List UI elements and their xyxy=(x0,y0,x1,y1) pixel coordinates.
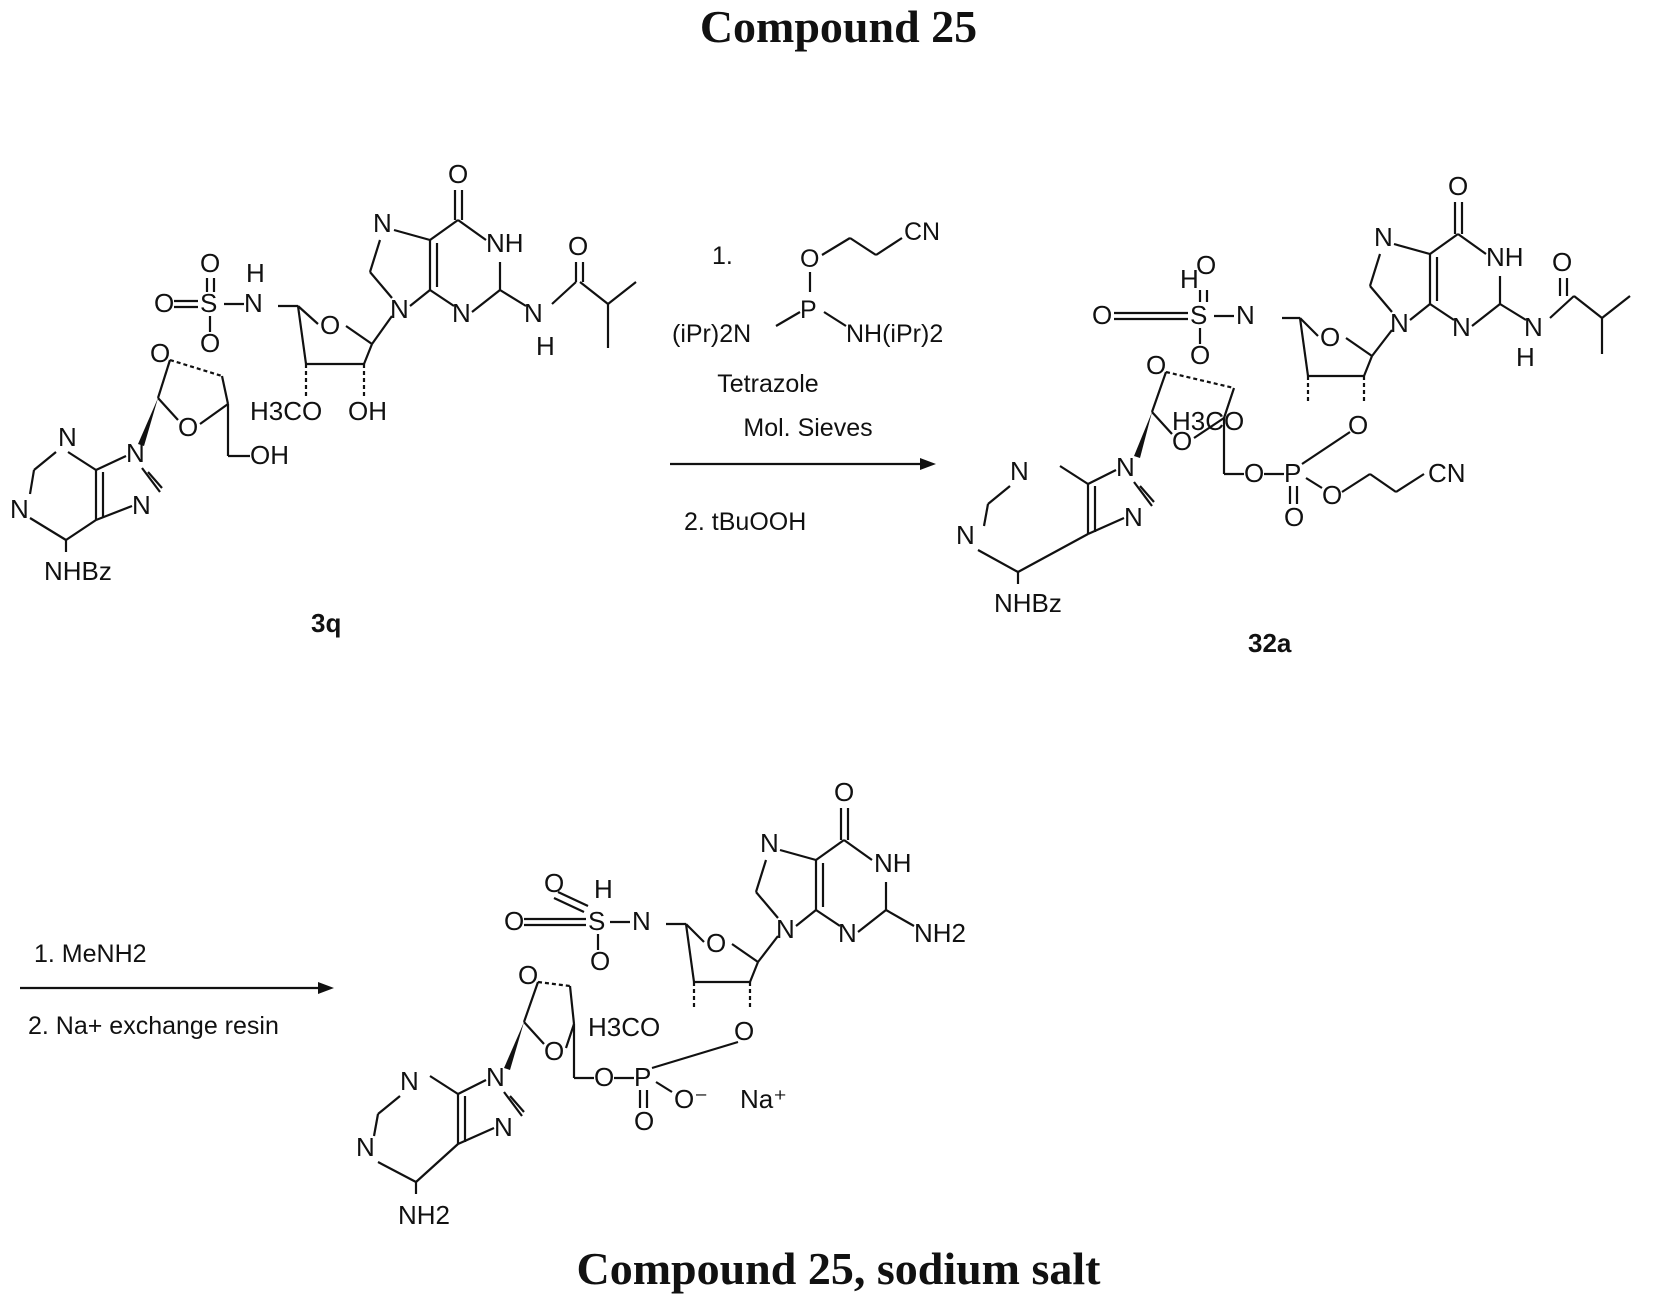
atom-H: H xyxy=(594,874,613,904)
atom-N: N xyxy=(632,906,651,936)
atom-O: O xyxy=(590,946,610,976)
atom-S: S xyxy=(200,288,217,318)
product-title: Compound 25, sodium salt xyxy=(0,1242,1677,1295)
atom-O: O xyxy=(634,1106,654,1136)
atom-NHBz: NHBz xyxy=(44,556,112,586)
atom-O: O xyxy=(518,960,538,990)
atom-NHBz: NHBz xyxy=(994,588,1062,618)
atom-N: N xyxy=(132,490,151,520)
atom-O: O xyxy=(1190,340,1210,370)
atom-N: N xyxy=(452,298,471,328)
atom-OH: OH xyxy=(348,396,387,426)
atom-N: N xyxy=(956,520,975,550)
atom-N: N xyxy=(486,1062,505,1092)
atom-N: N xyxy=(760,828,779,858)
atom-O: O xyxy=(200,248,220,278)
atom-O: O xyxy=(1320,322,1340,352)
atom-N: N xyxy=(1374,222,1393,252)
atom-O: O xyxy=(1448,171,1468,201)
atom-O: O xyxy=(568,231,588,261)
atom-O: O xyxy=(706,928,726,958)
atom-O: O xyxy=(200,328,220,358)
atom-S: S xyxy=(588,906,605,936)
atom-O: O xyxy=(1552,247,1572,277)
atom-N: N xyxy=(1124,502,1143,532)
atom-OH: OH xyxy=(250,440,289,470)
reagent-P: P xyxy=(800,296,817,324)
step-number: 1. xyxy=(712,242,733,270)
atom-O: O xyxy=(1322,480,1342,510)
reagent-right-group: NH(iPr)2 xyxy=(846,320,943,348)
atom-O: O xyxy=(150,338,170,368)
structure-3q: O NH N N H O N N O xyxy=(10,159,636,586)
atom-P: P xyxy=(634,1062,651,1092)
atom-O: O xyxy=(1146,350,1166,380)
atom-NH: NH xyxy=(1486,242,1524,272)
atom-H: H xyxy=(246,258,265,288)
atom-NH: NH xyxy=(486,228,524,258)
structure-compound-25-sodium: O NH N NH2 N N O H3CO O N H S O xyxy=(356,777,966,1230)
atom-S: S xyxy=(1190,300,1207,330)
reaction-2-conditions: 1. MeNH2 2. Na+ exchange resin xyxy=(20,940,334,1040)
atom-CN: CN xyxy=(1428,458,1466,488)
structure-32a: O NH N N H O N N O H3CO xyxy=(956,171,1630,618)
atom-N: N xyxy=(126,438,145,468)
atom-NH2: NH2 xyxy=(914,918,966,948)
atom-O: O xyxy=(1172,426,1192,456)
atom-N: N xyxy=(390,294,409,324)
atom-H: H xyxy=(1516,342,1535,372)
atom-O: O xyxy=(320,310,340,340)
atom-N: N xyxy=(838,918,857,948)
atom-O: O xyxy=(834,777,854,807)
atom-H3CO: H3CO xyxy=(588,1012,660,1042)
atom-O: O xyxy=(1284,502,1304,532)
atom-O-minus: O⁻ xyxy=(674,1084,708,1114)
atom-N: N xyxy=(494,1112,513,1142)
atom-H: H xyxy=(536,331,555,361)
atom-O: O xyxy=(1196,250,1216,280)
step1-reagent: 1. MeNH2 xyxy=(34,940,147,968)
step2-reagent: 2. Na+ exchange resin xyxy=(28,1012,279,1040)
atom-N: N xyxy=(400,1066,419,1096)
atom-N: N xyxy=(1452,312,1471,342)
atom-O: O xyxy=(594,1062,614,1092)
atom-N: N xyxy=(1390,308,1409,338)
atom-O: O xyxy=(1244,458,1264,488)
compound-label-3q: 3q xyxy=(311,608,341,638)
atom-N: N xyxy=(58,422,77,452)
atom-N: N xyxy=(244,288,263,318)
atom-N: N xyxy=(776,914,795,944)
atom-N: N xyxy=(1116,452,1135,482)
atom-O: O xyxy=(178,412,198,442)
condition-sieves: Mol. Sieves xyxy=(743,414,872,442)
atom-NH2: NH2 xyxy=(398,1200,450,1230)
step2-reagent: 2. tBuOOH xyxy=(684,508,806,536)
atom-O: O xyxy=(154,288,174,318)
reagent-O: O xyxy=(800,245,819,273)
atom-Na-plus: Na⁺ xyxy=(740,1084,787,1114)
reaction-1-conditions: 1. O CN P (iPr)2N NH(iPr)2 Tetrazole Mol… xyxy=(670,218,943,536)
atom-N: N xyxy=(1524,312,1543,342)
atom-N: N xyxy=(373,208,392,238)
reagent-left-group: (iPr)2N xyxy=(672,320,751,348)
atom-O: O xyxy=(448,159,468,189)
atom-N: N xyxy=(10,494,29,524)
atom-NH: NH xyxy=(874,848,912,878)
condition-tetrazole: Tetrazole xyxy=(717,370,818,398)
atom-H3CO: H3CO xyxy=(250,396,322,426)
atom-O: O xyxy=(1092,300,1112,330)
atom-O: O xyxy=(544,1036,564,1066)
atom-O: O xyxy=(504,906,524,936)
atom-N: N xyxy=(1236,300,1255,330)
atom-O: O xyxy=(1348,410,1368,440)
compound-label-32a: 32a xyxy=(1248,628,1292,658)
atom-N: N xyxy=(356,1132,375,1162)
atom-N: N xyxy=(524,298,543,328)
atom-P: P xyxy=(1284,458,1301,488)
reagent-cn: CN xyxy=(904,218,940,246)
atom-N: N xyxy=(1010,456,1029,486)
